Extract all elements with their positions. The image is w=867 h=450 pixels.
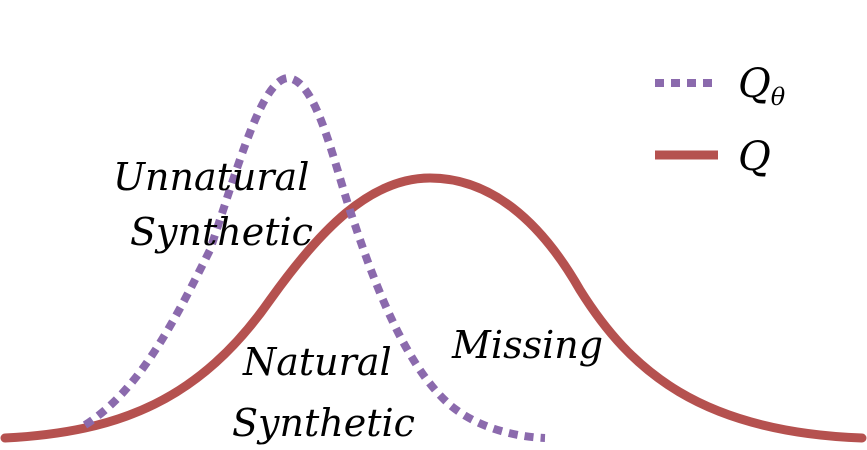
legend-q-theta-subscript: θ [771,83,786,111]
legend-q-label: Q [738,134,771,180]
natural-synthetic-label-line2: Synthetic [232,401,415,445]
q-distribution-curve [0,173,867,443]
unnatural-synthetic-label-line2: Synthetic [130,210,313,254]
q-theta-distribution-curve [82,73,546,442]
legend-q-theta-label: Qθ [738,61,786,111]
unnatural-synthetic-label-line1: Unnatural [113,155,309,199]
missing-label: Missing [451,323,603,367]
legend-q-theta-symbol: Q [738,61,771,107]
natural-synthetic-label-line1: Natural [242,340,392,384]
legend: Qθ Q [655,61,786,180]
